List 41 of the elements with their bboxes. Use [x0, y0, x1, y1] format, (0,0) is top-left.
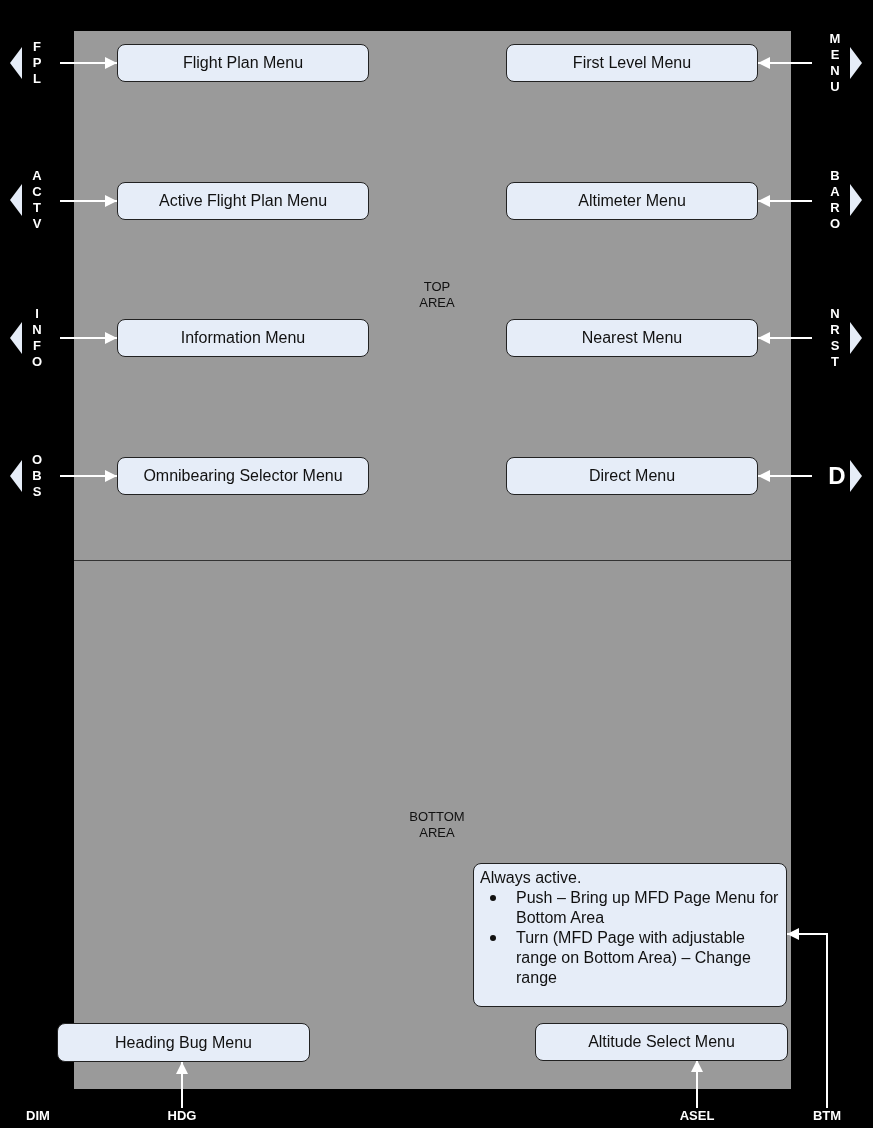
- menu-box: Flight Plan Menu: [117, 44, 369, 82]
- key-label: BARO: [829, 168, 841, 232]
- arrow: [59, 57, 118, 69]
- menu-box: Omnibearing Selector Menu: [117, 457, 369, 495]
- menu-box: Information Menu: [117, 319, 369, 357]
- arrow: [59, 470, 118, 482]
- key-label: NRST: [830, 306, 840, 370]
- screen-area: [74, 31, 791, 560]
- arrow: [176, 1061, 188, 1109]
- menu-box: Nearest Menu: [506, 319, 758, 357]
- note-text: Always active.: [480, 868, 583, 888]
- arrow: [59, 332, 118, 344]
- key-label: OBS: [31, 452, 43, 500]
- menu-box: Direct Menu: [506, 457, 758, 495]
- key-label: ASEL: [672, 1108, 722, 1124]
- arrow: [786, 928, 828, 1109]
- key-label: HDG: [160, 1108, 204, 1124]
- arrow: [757, 470, 813, 482]
- note-box: [473, 863, 787, 1007]
- menu-box: Heading Bug Menu: [57, 1023, 310, 1062]
- menu-box: Altimeter Menu: [506, 182, 758, 220]
- arrow: [757, 332, 813, 344]
- arrow: [757, 57, 813, 69]
- key-label: DIM: [25, 1108, 51, 1124]
- bullet-item: Turn (MFD Page with adjustable range on Bottom Area) – Change range: [516, 928, 752, 988]
- menu-box: Altitude Select Menu: [535, 1023, 788, 1061]
- area-label: TOP AREA: [418, 279, 456, 311]
- key-label: INFO: [31, 306, 43, 370]
- screen-area: [74, 560, 791, 1089]
- key-label: BTM: [806, 1108, 848, 1124]
- arrow: [757, 195, 813, 207]
- key-label: FPL: [32, 39, 42, 87]
- area-label: BOTTOM AREA: [408, 809, 466, 841]
- arrow: [691, 1059, 703, 1109]
- menu-box: First Level Menu: [506, 44, 758, 82]
- menu-box: Active Flight Plan Menu: [117, 182, 369, 220]
- key-label: D: [826, 462, 848, 490]
- arrow: [59, 195, 118, 207]
- bullet-item: Push – Bring up MFD Page Menu for Bottom Area: [516, 888, 780, 928]
- key-label: MENU: [829, 31, 841, 95]
- key-label: ACTV: [32, 168, 42, 232]
